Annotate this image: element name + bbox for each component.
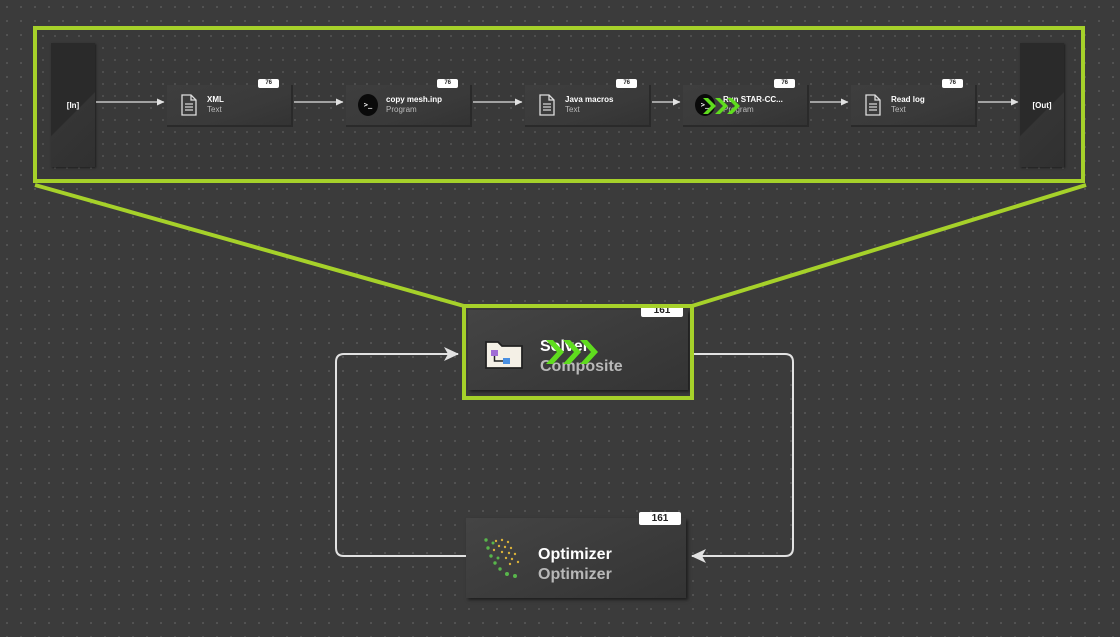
step-name: Java macros — [565, 95, 614, 104]
step-type: Text — [565, 105, 580, 114]
document-icon — [539, 94, 555, 116]
step-type: Text — [891, 105, 906, 114]
solver-node[interactable]: 161 Solver Composite — [468, 304, 688, 390]
solver-type: Composite — [540, 358, 623, 375]
step-name: Read log — [891, 95, 925, 104]
optimizer-type: Optimizer — [538, 566, 612, 583]
step-node-java-macros[interactable]: 76 Java macros Text — [525, 79, 651, 127]
step-node-copy-mesh[interactable]: 76 >_ copy mesh.inp Program — [346, 79, 472, 127]
optimizer-counter: 161 — [639, 512, 681, 525]
step-counter: 76 — [616, 79, 637, 88]
solver-selection-highlight — [462, 304, 694, 400]
step-type: Program — [723, 105, 754, 114]
terminal-icon: >_ — [358, 94, 378, 116]
optimizer-name: Optimizer — [538, 546, 612, 563]
step-type: Text — [207, 105, 222, 114]
step-counter: 76 — [942, 79, 963, 88]
step-type: Program — [386, 105, 417, 114]
output-port[interactable]: [Out] — [1020, 43, 1064, 167]
input-port-label: [In] — [66, 100, 80, 110]
composite-folder-icon — [485, 341, 523, 369]
connector-solver-to-optimizer — [690, 353, 794, 563]
step-name: copy mesh.inp — [386, 95, 443, 104]
step-name: XML — [207, 95, 224, 104]
running-indicator-icon — [546, 340, 598, 364]
output-port-label: [Out] — [1032, 100, 1052, 110]
step-counter: 76 — [258, 79, 279, 88]
document-icon — [865, 94, 881, 116]
step-counter: 76 — [774, 79, 795, 88]
scatter-dots-icon — [484, 538, 520, 578]
optimizer-node[interactable]: 161 Optimizer Optimizer — [466, 512, 686, 598]
zoom-line-right — [691, 183, 1087, 308]
step-name: Run STAR-CC... — [723, 95, 783, 104]
zoom-line-left — [34, 183, 465, 308]
input-port[interactable]: [In] — [51, 43, 95, 167]
composite-detail-frame: [In] [Out] 76 XML Text 76 >_ copy mesh.i… — [33, 26, 1085, 183]
step-counter: 76 — [437, 79, 458, 88]
step-node-read-log[interactable]: 76 Read log Text — [851, 79, 977, 127]
connector-optimizer-to-solver — [335, 347, 466, 557]
running-indicator-icon — [703, 98, 740, 114]
document-icon — [181, 94, 197, 116]
step-node-xml[interactable]: 76 XML Text — [167, 79, 293, 127]
step-node-run-star-ccm[interactable]: 76 >_ Run STAR-CC... Program — [683, 79, 809, 127]
